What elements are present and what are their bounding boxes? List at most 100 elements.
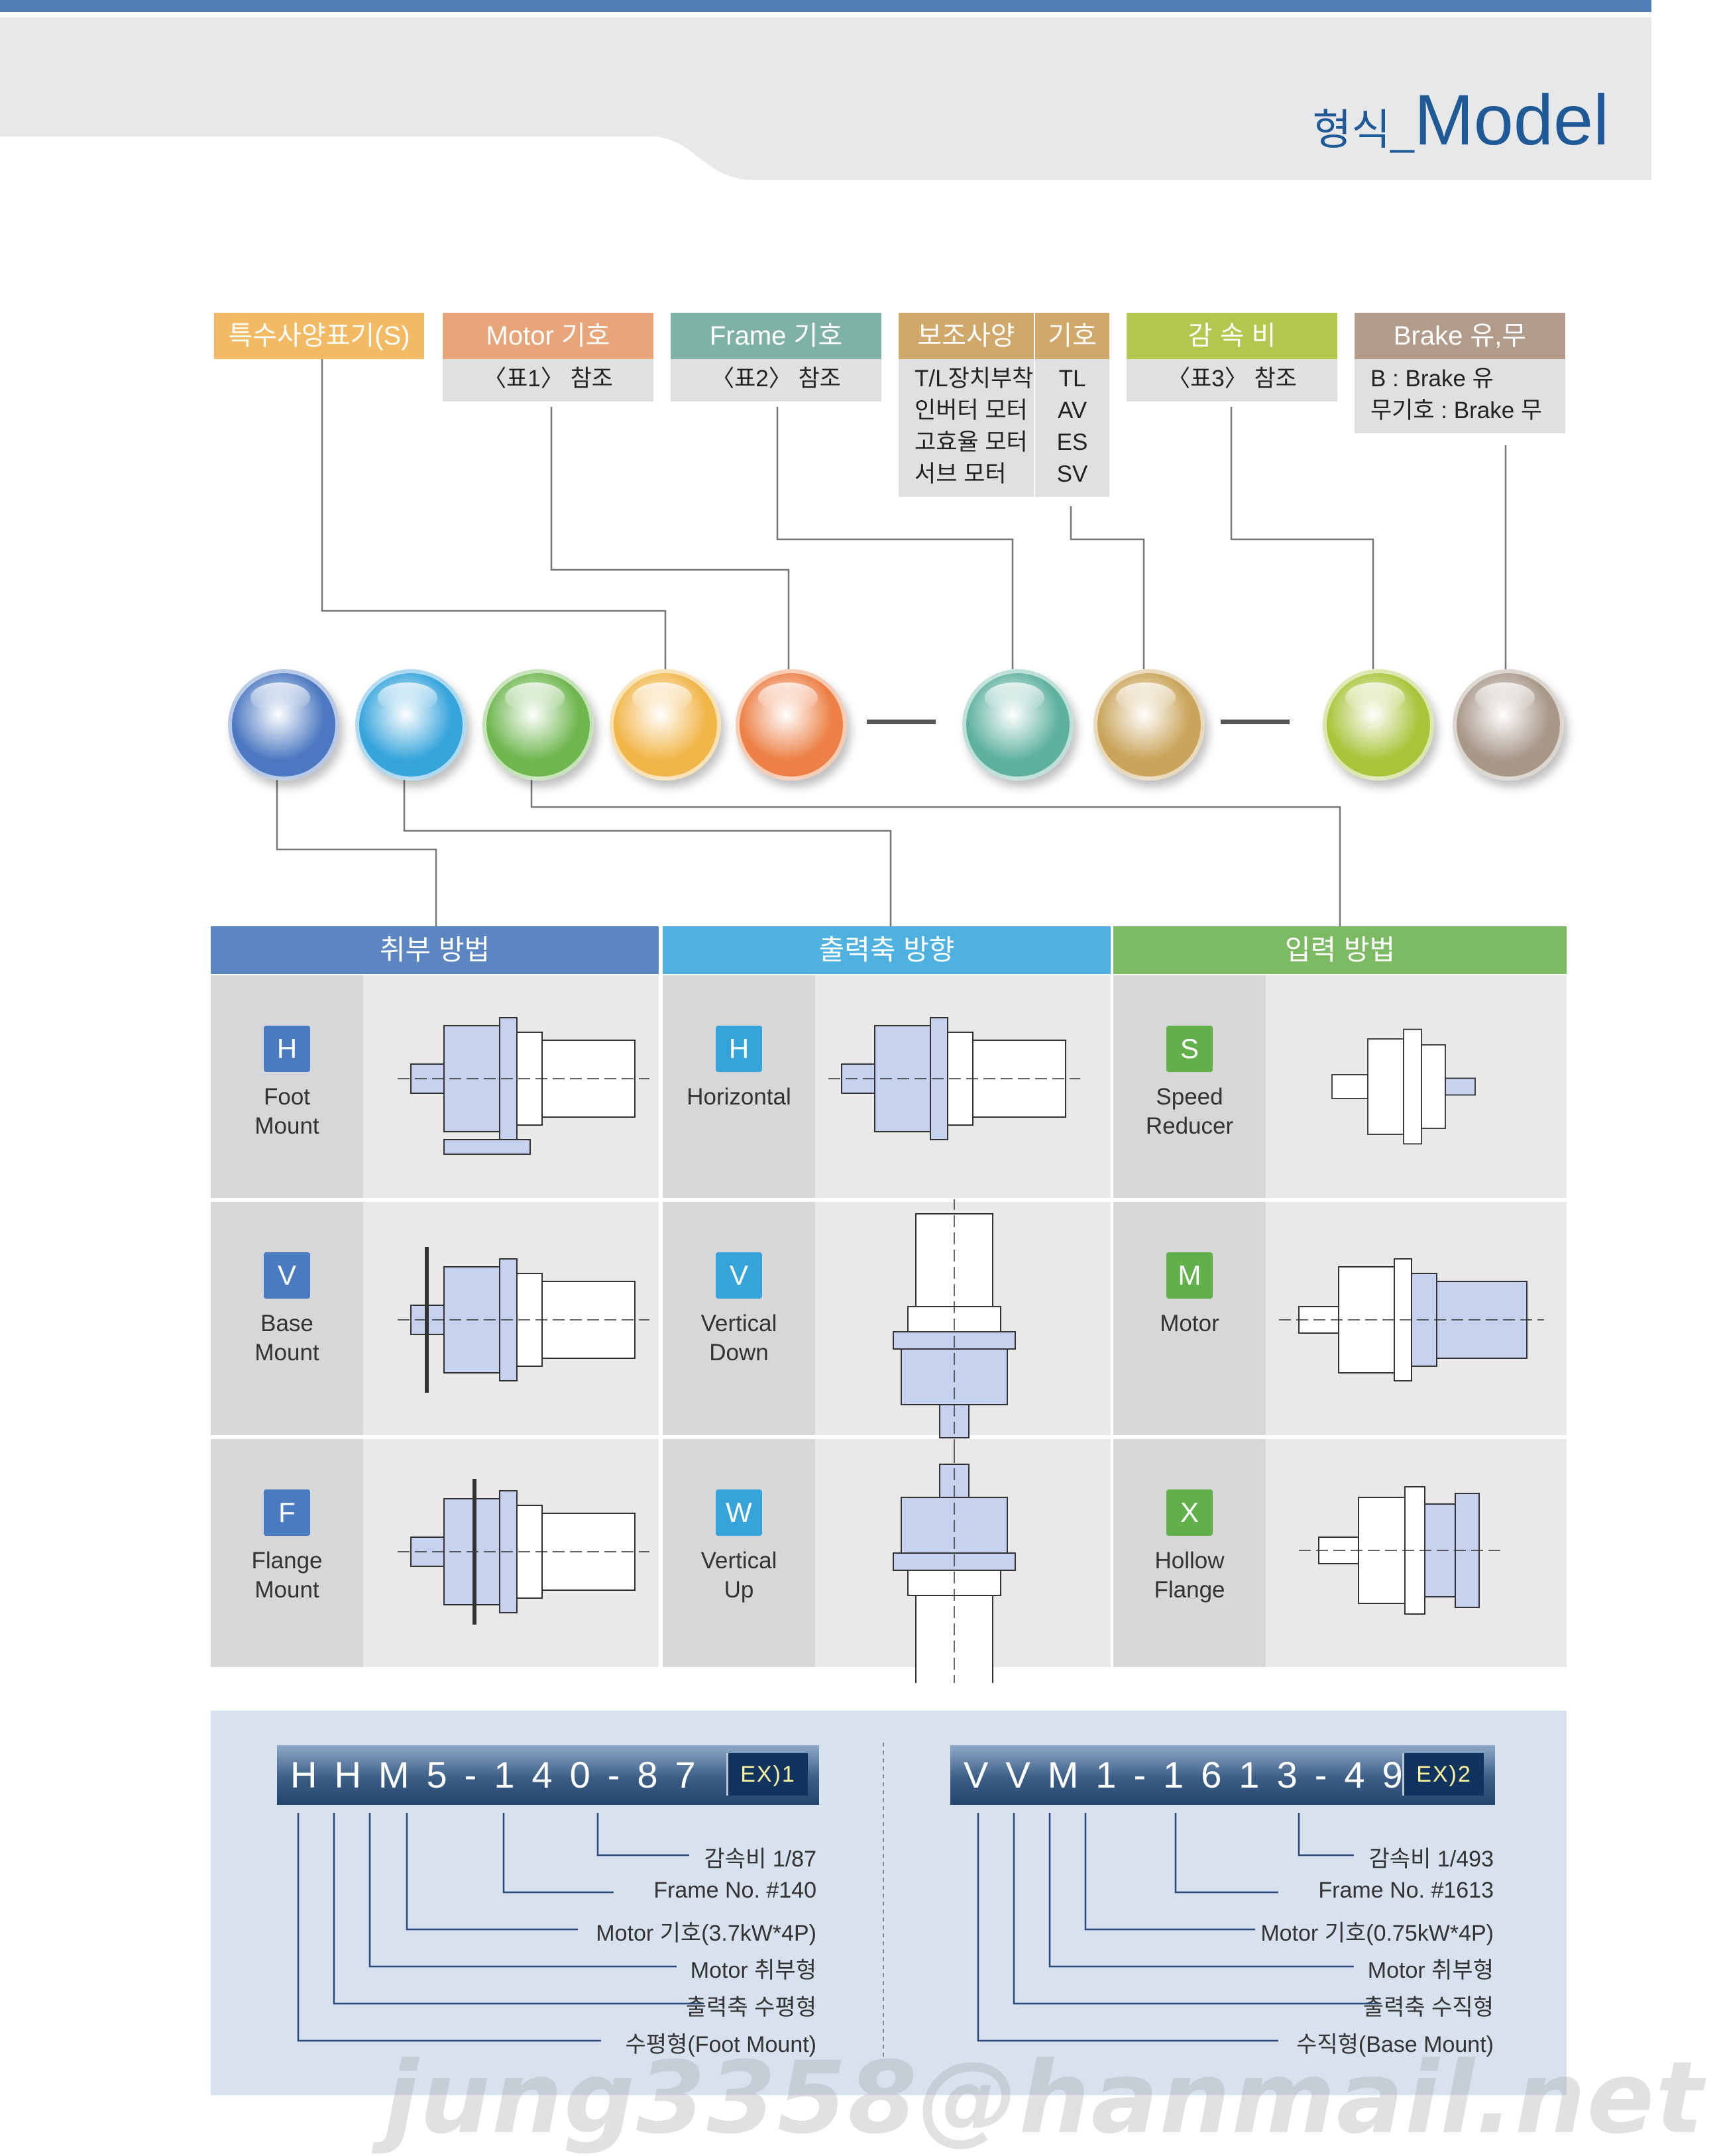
spec-line: SV	[1056, 461, 1088, 487]
spec-header: 보조사양	[899, 313, 1034, 359]
circle-shaft-direction	[355, 669, 467, 781]
example-line: Motor 기호(0.75kW*4P)	[1260, 1921, 1494, 1946]
page-title: 형식_Model	[1312, 80, 1609, 160]
circle-special	[610, 669, 721, 781]
watermark: jung3358@hanmail.net	[384, 2041, 1704, 2156]
spec-line: 〈표2〉 참조	[711, 366, 841, 392]
circle-mount	[228, 669, 339, 781]
section-header: 입력 방법	[1113, 926, 1567, 974]
example-tag: EX)2	[1402, 1753, 1484, 1796]
option-label-line: Reducer	[1145, 1113, 1234, 1139]
option-code-badge: H	[264, 1026, 310, 1072]
spec-line: 〈표3〉 참조	[1167, 366, 1297, 392]
option-label-cell	[663, 1439, 815, 1667]
example-divider	[883, 1743, 884, 2061]
example-line: Frame No. #1613	[1318, 1878, 1494, 1903]
option-label-line: Flange	[1154, 1577, 1225, 1603]
option-label-cell	[1113, 1202, 1266, 1435]
section-header: 취부 방법	[211, 926, 659, 974]
option-label-cell	[211, 975, 363, 1198]
example-line: 감속비 1/87	[704, 1847, 816, 1872]
option-label: Motor	[1113, 1309, 1266, 1338]
option-label-cell	[663, 1202, 815, 1435]
example-line: 감속비 1/493	[1368, 1847, 1494, 1872]
option-label-line: Vertical	[700, 1548, 777, 1574]
spec-header: 기호	[1035, 313, 1109, 359]
circle-motor	[736, 669, 847, 781]
example-tag: EX)1	[726, 1753, 808, 1796]
option-code-badge: V	[264, 1252, 310, 1299]
circle-frame	[962, 669, 1074, 781]
top-accent-bar	[0, 0, 1651, 12]
spec-line: T/L장치부착	[915, 366, 1034, 392]
example-line: Motor 기호(3.7kW*4P)	[596, 1921, 816, 1946]
option-code-badge: X	[1166, 1489, 1213, 1536]
option-code-badge: W	[716, 1489, 762, 1536]
option-label-cell	[211, 1202, 363, 1435]
example-line: Motor 취부형	[690, 1958, 816, 1983]
spec-header: 감 속 비	[1127, 313, 1337, 359]
option-label-line: Mount	[254, 1577, 319, 1603]
circle-ratio	[1323, 669, 1434, 781]
spec-body: 〈표2〉 참조	[671, 359, 881, 402]
option-code-badge: V	[716, 1252, 762, 1299]
section-header: 출력축 방향	[663, 926, 1111, 974]
example-line: 출력축 수직형	[1362, 1995, 1494, 2020]
option-code-badge: H	[716, 1026, 762, 1072]
option-label-line: Mount	[254, 1113, 319, 1139]
connector-lines	[276, 359, 1507, 926]
option-label: Horizontal	[663, 1083, 815, 1112]
spec-line: 서브 모터	[915, 461, 1007, 487]
separator-dash	[867, 720, 936, 724]
option-label-line: Hollow	[1154, 1548, 1225, 1574]
example-line: 출력축 수평형	[685, 1995, 816, 2020]
circle-option	[1093, 669, 1205, 781]
model-code: VVM1-1613-493	[964, 1754, 1458, 1796]
spec-line: 〈표1〉 참조	[483, 366, 613, 392]
option-label-cell	[211, 1439, 363, 1667]
option-label-line: Horizontal	[687, 1084, 791, 1110]
example-line: 수평형(Foot Mount)	[625, 2032, 816, 2057]
model-code: HHM5-140-87	[290, 1754, 713, 1796]
spec-line: ES	[1056, 429, 1088, 455]
mount-drawings	[397, 1017, 1544, 1683]
option-code-badge: F	[264, 1489, 310, 1536]
option-label-line: Vertical	[700, 1311, 777, 1336]
option-label-line: Speed	[1156, 1084, 1223, 1110]
example-line: Frame No. #140	[653, 1878, 816, 1903]
option-label-cell	[663, 975, 815, 1198]
option-label-line: Up	[724, 1577, 754, 1603]
spec-line: 고효율 모터	[915, 429, 1028, 455]
spec-body: 〈표1〉 참조	[443, 359, 653, 402]
spec-header: Frame 기호	[671, 313, 881, 359]
header-banner	[0, 17, 1651, 180]
option-label-line: Base	[260, 1311, 313, 1336]
option-label-line: Mount	[254, 1340, 319, 1366]
spec-line: TL	[1058, 366, 1086, 392]
separator-dash	[1221, 720, 1290, 724]
spec-header: 특수사양표기(S)	[214, 313, 424, 359]
spec-line: 인버터 모터	[915, 398, 1028, 423]
option-label-line: Foot	[263, 1084, 311, 1110]
spec-line: 무기호 : Brake 무	[1370, 398, 1543, 423]
circle-brake	[1453, 669, 1564, 781]
option-label-line: Flange	[251, 1548, 323, 1574]
option-code-badge: S	[1166, 1026, 1213, 1072]
option-label-cell	[1113, 975, 1266, 1198]
spec-body: 〈표3〉 참조	[1127, 359, 1337, 402]
model-code-bar: HHM5-140-87 EX)1	[277, 1745, 819, 1805]
example-line: 수직형(Base Mount)	[1296, 2032, 1494, 2057]
option-label-cell	[1113, 1439, 1266, 1667]
spec-header: Brake 유,무	[1355, 313, 1565, 359]
option-code-badge: M	[1166, 1252, 1213, 1299]
